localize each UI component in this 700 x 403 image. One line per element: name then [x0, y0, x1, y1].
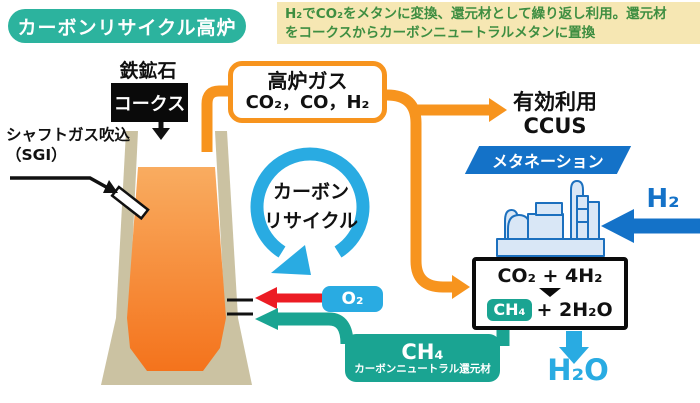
ch4-arrowhead-icon [255, 308, 278, 330]
o2-badge: O₂ [322, 286, 383, 312]
bf-gas-title: 高炉ガス [267, 69, 348, 94]
coke-label-box: コークス [111, 83, 188, 122]
ch4-stream-title: CH₄ [401, 339, 444, 364]
carbon-recycle-label: カーボン リサイクル [255, 178, 367, 235]
methanation-badge-label: メタネーション [492, 152, 604, 171]
reaction-product-rest: + 2H₂O [536, 299, 613, 322]
bf-gas-pipe [201, 85, 507, 299]
h2-arrow-icon [601, 209, 700, 243]
reaction-ch4-badge: CH₄ [487, 299, 532, 322]
sgi-label-line2: （SGI） [6, 146, 67, 165]
ccus-line2: CCUS [523, 114, 587, 139]
coke-label: コークス [113, 93, 186, 115]
sgi-label-line1: シャフトガス吹込 [6, 126, 131, 144]
methanation-reaction-box: CO₂ + 4H₂ CH₄ + 2H₂O [472, 257, 628, 330]
ccus-label: 有効利用 CCUS [503, 90, 607, 138]
h2-label: H₂ [646, 184, 680, 214]
o2-arrow-icon [255, 287, 322, 309]
reaction-products: CH₄ + 2H₂O [487, 299, 613, 322]
bf-gas-box: 高炉ガス CO₂，CO，H₂ [228, 61, 387, 123]
coke-feed-arrow-icon [152, 122, 170, 140]
blast-furnace-icon [101, 131, 253, 385]
h2o-label: H₂O [547, 353, 609, 387]
ccus-arrowhead-icon [489, 98, 507, 122]
tuyere-marks [227, 298, 253, 316]
iron-ore-label: 鉄鉱石 [119, 60, 177, 82]
reaction-arrow-down-icon [539, 288, 561, 298]
carbon-recycle-line1: カーボン [272, 181, 349, 203]
carbon-recycle-line2: リサイクル [263, 209, 359, 232]
sgi-arrow-icon [10, 176, 118, 193]
diagram-title-badge: カーボンリサイクル高炉 [8, 9, 246, 43]
ch4-stream-subtitle: カーボンニュートラル還元材 [354, 362, 491, 375]
molten-iron [127, 167, 226, 371]
methanation-badge: メタネーション [464, 146, 632, 174]
sgi-label: シャフトガス吹込 （SGI） [6, 125, 156, 165]
reaction-reactants: CO₂ + 4H₂ [497, 264, 603, 287]
methanation-plant-icon [496, 180, 605, 257]
summary-note-line2: をコークスからカーボンニュートラルメタンに置換 [285, 24, 596, 41]
ccus-line1: 有効利用 [513, 90, 597, 114]
h2o-arrow-icon [559, 331, 589, 364]
o2-label: O₂ [341, 289, 364, 309]
ch4-stream-label: CH₄ カーボンニュートラル還元材 [345, 334, 500, 382]
bf-gas-formula: CO₂，CO，H₂ [245, 92, 370, 114]
to-methanation-arrowhead-icon [452, 275, 470, 299]
summary-note: H₂でCO₂をメタンに変換、還元材として繰り返し利用。還元材 をコークスからカー… [277, 2, 700, 44]
summary-note-line1: H₂でCO₂をメタンに変換、還元材として繰り返し利用。還元材 [285, 6, 667, 22]
diagram-title: カーボンリサイクル高炉 [17, 16, 237, 39]
recycle-arrow-icon [250, 147, 370, 275]
